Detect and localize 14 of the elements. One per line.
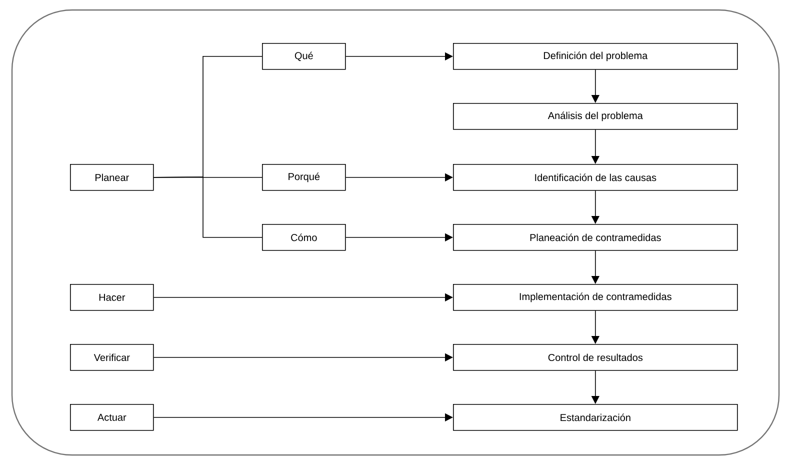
process-box: Hacer <box>70 284 154 311</box>
process-box: Planear <box>70 164 154 191</box>
process-box: Cómo <box>262 224 346 251</box>
process-box: Estandarización <box>453 404 738 431</box>
process-box: Implementación de contramedidas <box>453 284 738 311</box>
process-box: Verificar <box>70 344 154 371</box>
process-box: Porqué <box>262 164 346 191</box>
process-box: Qué <box>262 43 346 70</box>
process-box: Control de resultados <box>453 344 738 371</box>
process-box: Planeación de contramedidas <box>453 224 738 251</box>
process-box: Definición del problema <box>453 43 738 70</box>
process-box: Identificación de las causas <box>453 164 738 191</box>
process-box: Análisis del problema <box>453 103 738 130</box>
process-box: Actuar <box>70 404 154 431</box>
